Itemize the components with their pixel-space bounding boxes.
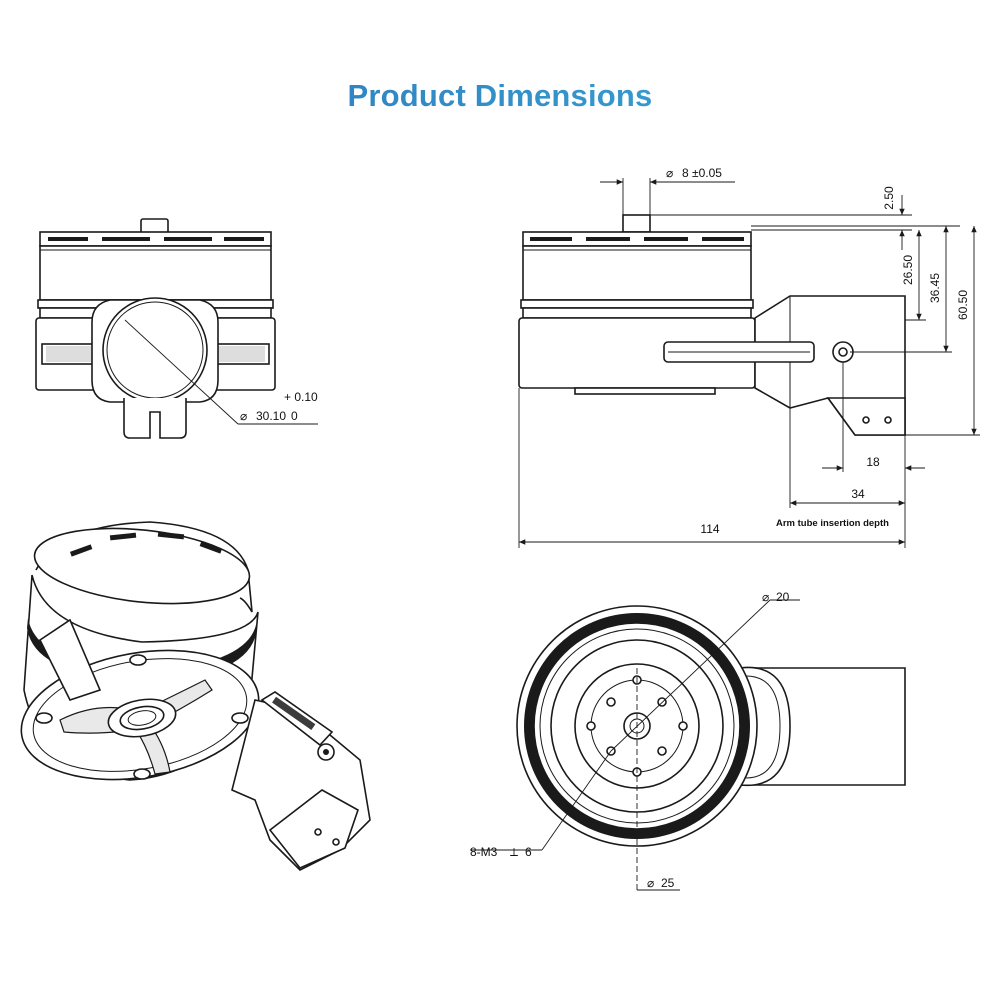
overall-length-label: 114 xyxy=(700,522,719,536)
iso-vents xyxy=(69,531,223,557)
inner-diameter-symbol: ⌀ xyxy=(762,590,769,604)
overall-height-label: 60.50 xyxy=(956,290,970,320)
inner-diameter-label: 20 xyxy=(776,590,790,604)
vent-slots-front xyxy=(48,237,264,241)
thread-spec-label: 8-M3 xyxy=(470,845,498,859)
insertion-depth-label: Arm tube insertion depth xyxy=(776,518,889,529)
thread-depth-symbol: ⟂ xyxy=(510,845,518,859)
side-view xyxy=(518,214,906,436)
diameter-symbol: ⌀ xyxy=(240,409,247,423)
tolerance-lower: 0 xyxy=(291,409,298,423)
bottom-view xyxy=(470,599,906,891)
mount-width-label: 18 xyxy=(866,455,880,469)
height-to-top-label: 26.50 xyxy=(901,255,915,285)
front-view xyxy=(35,218,318,439)
vent-slots-side xyxy=(530,237,744,241)
clamp-diameter-label: 30.10 xyxy=(256,409,286,423)
isometric-view xyxy=(20,521,371,871)
outer-diameter-label: 25 xyxy=(661,876,675,890)
shaft-diameter-symbol: ⌀ xyxy=(666,166,673,180)
height-to-hole-label: 36.45 xyxy=(928,273,942,303)
side-dimensions xyxy=(518,178,980,548)
insertion-depth-value: 34 xyxy=(851,487,865,501)
outer-diameter-symbol: ⌀ xyxy=(647,876,654,890)
thread-depth-label: 6 xyxy=(525,845,532,859)
tolerance-upper: + 0.10 xyxy=(284,390,318,404)
page-title: Product Dimensions xyxy=(0,78,1000,114)
shaft-diameter-label: 8 ±0.05 xyxy=(682,166,722,180)
shaft-height-label: 2.50 xyxy=(882,186,896,210)
